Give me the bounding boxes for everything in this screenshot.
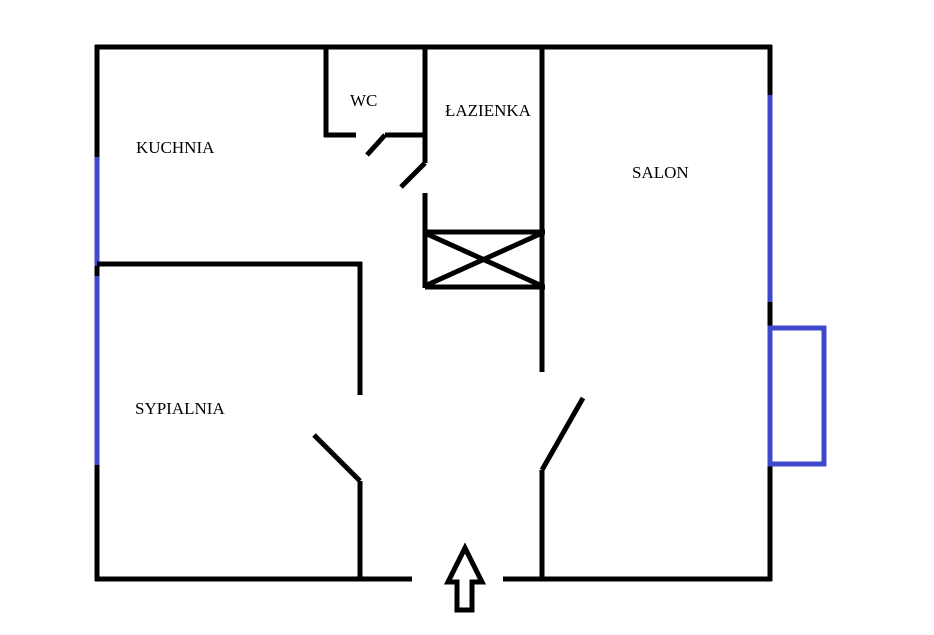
living-room-walls [539, 396, 586, 581]
outer-walls [94, 44, 773, 582]
balcony [767, 325, 827, 467]
ventilation-shaft-icon [425, 229, 545, 290]
wc-door [365, 133, 387, 157]
bedroom-door [312, 433, 362, 483]
room-label-living-room: SALON [632, 163, 689, 182]
room-label-bedroom: SYPIALNIA [135, 399, 225, 418]
wc-walls [323, 47, 427, 157]
bathroom-door [399, 161, 427, 189]
entrance-arrow-icon [443, 542, 487, 613]
windows [94, 95, 827, 467]
room-label-kitchen: KUCHNIA [136, 138, 215, 157]
living-room-door [539, 396, 586, 472]
room-label-wc: WC [350, 91, 377, 110]
bathroom-walls [399, 47, 545, 372]
room-label-bathroom: ŁAZIENKA [445, 101, 532, 120]
bedroom-walls [97, 261, 363, 581]
shaft-diagonal-2 [425, 231, 542, 288]
